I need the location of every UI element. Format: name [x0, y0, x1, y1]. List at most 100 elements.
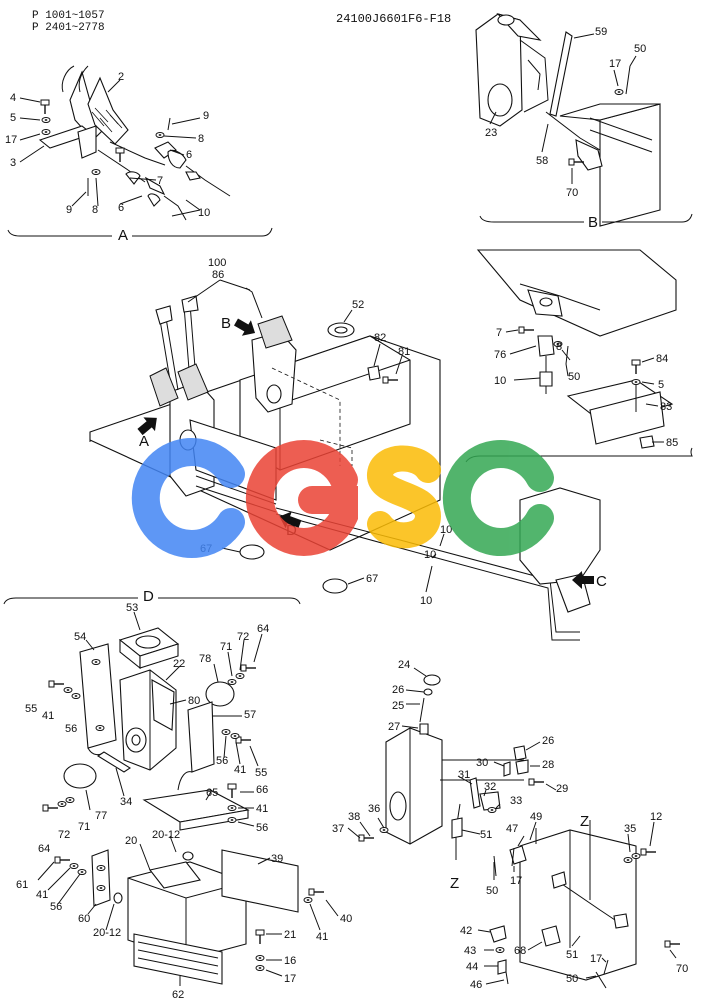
callout-z-29: 29 — [556, 783, 568, 795]
callout-main-86: 86 — [212, 269, 224, 281]
section-b-lever: 59 50 17 23 58 70 B — [475, 12, 693, 231]
callout-z-17: 17 — [510, 875, 522, 887]
callout-z-33: 33 — [510, 795, 522, 807]
callout-d-17: 17 — [284, 973, 296, 985]
callout-main-67b: 67 — [366, 573, 378, 585]
callout-main-10b: 10 — [424, 549, 436, 561]
callout-z-38: 38 — [348, 811, 360, 823]
callout-z-28: 28 — [542, 759, 554, 771]
callout-main-10c: 10 — [420, 595, 432, 607]
callout-a-6: 6 — [186, 149, 192, 161]
callout-d-40: 40 — [340, 913, 352, 925]
serial-line-1: P 1001~1057 — [32, 10, 105, 22]
callout-z-30: 30 — [476, 757, 488, 769]
watermark-letter-c-blue — [131, 438, 245, 558]
section-label-d: D — [143, 588, 154, 605]
section-z-detail: 24 26 25 27 26 30 28 29 31 32 33 36 38 3… — [332, 659, 688, 991]
callout-d-39: 39 — [271, 853, 283, 865]
callout-a-17: 17 — [5, 134, 17, 146]
callout-d-64b: 64 — [38, 843, 50, 855]
callout-d-55b: 55 — [255, 767, 267, 779]
callout-d-20-12: 20-12 — [152, 829, 180, 841]
callout-z-44: 44 — [466, 961, 478, 973]
callout-z-24: 24 — [398, 659, 410, 671]
section-d-lever-detail: D — [3, 588, 352, 1000]
watermark-letter-s-yellow — [367, 445, 442, 549]
watermark-letter-g-red — [245, 440, 358, 556]
serial-range: P 1001~1057 P 2401~2778 — [32, 10, 105, 34]
callout-main-82: 82 — [374, 332, 386, 344]
callout-main-10a: 10 — [440, 524, 452, 536]
callout-z-35: 35 — [624, 823, 636, 835]
callout-z-43: 43 — [464, 945, 476, 957]
callout-z-46: 46 — [470, 979, 482, 991]
callout-a-8b: 8 — [92, 204, 98, 216]
z-marker-left: Z — [450, 875, 459, 892]
callout-c-7: 7 — [496, 327, 502, 339]
callout-d-34: 34 — [120, 796, 132, 808]
callout-a-7: 7 — [157, 175, 163, 187]
callout-d-41e: 41 — [316, 931, 328, 943]
pointer-label-b: B — [221, 315, 231, 332]
callout-b-50: 50 — [634, 43, 646, 55]
serial-line-2: P 2401~2778 — [32, 22, 105, 34]
pointer-label-a: A — [139, 433, 149, 450]
callout-a-3: 3 — [10, 157, 16, 169]
callout-z-68: 68 — [514, 945, 526, 957]
callout-d-56c: 56 — [256, 822, 268, 834]
callout-z-36: 36 — [368, 803, 380, 815]
callout-c-85: 85 — [666, 437, 678, 449]
callout-d-56d: 56 — [50, 901, 62, 913]
callout-d-72: 72 — [237, 631, 249, 643]
callout-d-78: 78 — [199, 653, 211, 665]
callout-b-23: 23 — [485, 127, 497, 139]
section-c-bracket: 7 76 8 50 10 84 5 83 85 — [465, 249, 693, 463]
callout-b-58: 58 — [536, 155, 548, 167]
callout-d-66: 66 — [256, 784, 268, 796]
callout-d-60: 60 — [78, 913, 90, 925]
callout-d-55: 55 — [25, 703, 37, 715]
callout-z-51b: 51 — [566, 949, 578, 961]
callout-d-54: 54 — [74, 631, 86, 643]
watermark-cgsc — [131, 438, 554, 558]
callout-z-50b: 50 — [566, 973, 578, 985]
callout-z-17b: 17 — [590, 953, 602, 965]
callout-z-50: 50 — [486, 885, 498, 897]
section-a-pedals: 4 5 17 3 2 9 8 6 7 9 8 6 10 A — [5, 65, 273, 244]
callout-d-16: 16 — [284, 955, 296, 967]
callout-d-72b: 72 — [58, 829, 70, 841]
callout-main-100: 100 — [208, 257, 226, 269]
callout-d-71b: 71 — [78, 821, 90, 833]
callout-d-41b: 41 — [234, 764, 246, 776]
callout-z-26b: 26 — [542, 735, 554, 747]
section-label-a: A — [118, 227, 128, 244]
pointer-label-c: C — [596, 573, 607, 590]
callout-d-53: 53 — [126, 602, 138, 614]
callout-b-70: 70 — [566, 187, 578, 199]
callout-d-77: 77 — [95, 810, 107, 822]
callout-z-47: 47 — [506, 823, 518, 835]
callout-z-42: 42 — [460, 925, 472, 937]
callout-z-25: 25 — [392, 700, 404, 712]
callout-z-12: 12 — [650, 811, 662, 823]
callout-d-80: 80 — [188, 695, 200, 707]
callout-z-26: 26 — [392, 684, 404, 696]
callout-z-51: 51 — [480, 829, 492, 841]
callout-b-17: 17 — [609, 58, 621, 70]
callout-d-61: 61 — [16, 879, 28, 891]
callout-d-20: 20 — [125, 835, 137, 847]
callout-c-5: 5 — [658, 379, 664, 391]
callout-d-41c: 41 — [256, 803, 268, 815]
callout-z-31: 31 — [458, 769, 470, 781]
callout-c-50: 50 — [568, 371, 580, 383]
callout-d-65: 65 — [206, 787, 218, 799]
callout-d-20-12b: 20-12 — [93, 927, 121, 939]
callout-a-8: 8 — [198, 133, 204, 145]
callout-a-9: 9 — [203, 110, 209, 122]
callout-a-10: 10 — [198, 207, 210, 219]
callout-c-76: 76 — [494, 349, 506, 361]
callout-a-9b: 9 — [66, 204, 72, 216]
callout-c-8: 8 — [556, 341, 562, 353]
callout-c-10: 10 — [494, 375, 506, 387]
